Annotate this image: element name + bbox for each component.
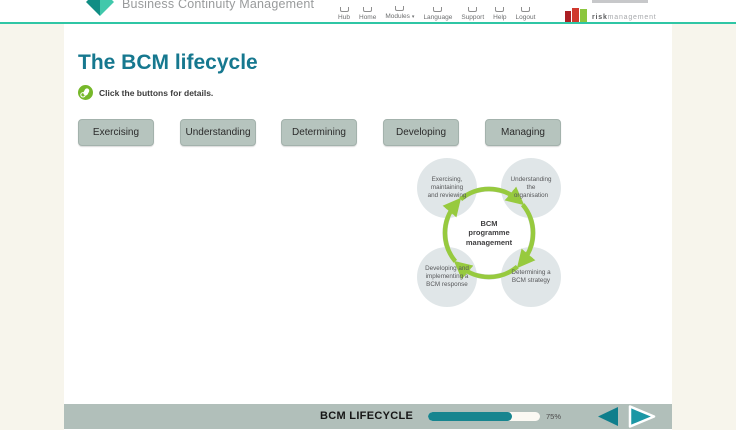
- click-mouse-icon: [78, 85, 93, 100]
- corp-logo: riskmanagement: [565, 0, 657, 24]
- nav-label: Support: [461, 14, 485, 21]
- corp-management-label: management: [607, 14, 657, 21]
- brand-title: Business Continuity Management: [122, 0, 315, 11]
- instruction-row: Click the buttons for details.: [78, 85, 213, 100]
- brand: Business Continuity Management: [84, 0, 314, 16]
- node-exercising: Exercising, maintaining and reviewing: [427, 175, 467, 200]
- previous-button[interactable]: [598, 407, 618, 426]
- progress-percent-label: 75%: [546, 412, 562, 421]
- arrow-right: [516, 203, 536, 269]
- button-managing[interactable]: Managing: [485, 119, 561, 146]
- nav-item-language[interactable]: Language: [423, 7, 452, 22]
- nav-label: Language: [423, 14, 453, 21]
- corp-risk-label: risk: [592, 14, 608, 21]
- node-determining: Determining a BCM strategy: [511, 268, 551, 284]
- button-determining[interactable]: Determining: [281, 119, 357, 146]
- node-understanding: Understanding the organisation: [510, 175, 552, 200]
- nav-label: Logout: [515, 14, 536, 21]
- node-developing: Developing and implementing a BCM respon…: [425, 264, 469, 289]
- instruction-label: Click the buttons for details.: [99, 87, 214, 98]
- lifecycle-diagram-graphic: [417, 158, 561, 307]
- progress-bar: [428, 412, 540, 421]
- page-title: The BCM lifecycle: [78, 51, 258, 74]
- node-circle-top-left: [417, 158, 477, 218]
- nav-item-hub[interactable]: Hub: [338, 7, 350, 22]
- content-card: The BCM lifecycle Click the buttons for …: [64, 24, 672, 430]
- next-button[interactable]: [628, 405, 656, 428]
- chevron-down-icon: ▾: [411, 14, 415, 20]
- header-accent-rule: [0, 22, 736, 24]
- modules-icon: [394, 6, 406, 12]
- corp-wordmark-clipped: [592, 0, 648, 3]
- footer-bar: BCM LIFECYCLE 75%: [64, 404, 672, 429]
- bcm-lifecycle-diagram: Exercising, maintaining and reviewing Un…: [400, 155, 595, 320]
- button-developing[interactable]: Developing: [383, 119, 459, 146]
- help-icon: [494, 7, 506, 13]
- progress-fill: [428, 412, 512, 421]
- nav-item-support[interactable]: Support: [461, 7, 484, 22]
- nav-item-home[interactable]: Home: [359, 7, 376, 22]
- nav-label-with-caret: Modules▾: [385, 13, 415, 20]
- home-icon: [362, 7, 374, 13]
- button-exercising[interactable]: Exercising: [78, 119, 154, 146]
- footer-title: BCM LIFECYCLE: [320, 410, 414, 422]
- brand-logo-icon: [86, 0, 114, 16]
- nav-label: Help: [493, 14, 507, 21]
- nav-item-modules[interactable]: Modules▾: [385, 6, 414, 22]
- nav-label: Home: [359, 14, 377, 21]
- arrow-bottom: [453, 260, 519, 280]
- logout-icon: [519, 7, 531, 13]
- corp-logo-bars-icon: [565, 8, 587, 24]
- app-header: Business Continuity Management Hub Home …: [0, 0, 736, 24]
- hub-icon: [338, 7, 350, 13]
- nav-item-help[interactable]: Help: [493, 7, 507, 22]
- diagram-center-label: BCM programme management: [465, 218, 513, 247]
- arrow-left: [442, 197, 462, 263]
- nav-item-logout[interactable]: Logout: [515, 7, 536, 22]
- nav-label: Hub: [338, 14, 350, 21]
- arrow-top: [459, 186, 525, 206]
- node-circle-bottom-right: [501, 247, 561, 307]
- button-understanding[interactable]: Understanding: [180, 119, 256, 146]
- pager-controls: [598, 405, 656, 428]
- top-nav: Hub Home Modules▾ Language Support Help …: [338, 0, 535, 22]
- corp-logo-text: riskmanagement: [592, 0, 657, 24]
- support-icon: [467, 7, 479, 13]
- globe-icon: [432, 7, 444, 13]
